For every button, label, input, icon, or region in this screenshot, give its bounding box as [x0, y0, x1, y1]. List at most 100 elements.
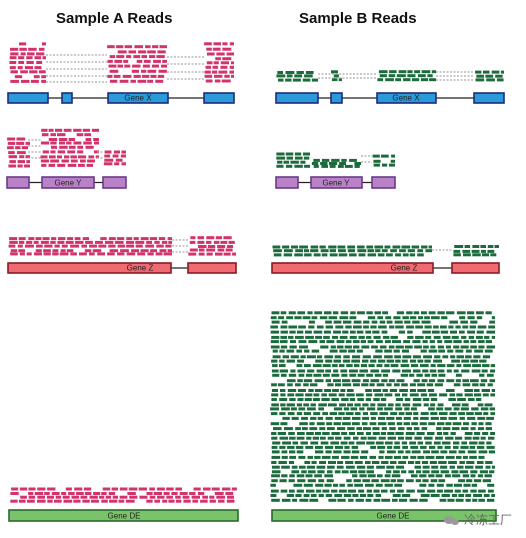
read	[207, 52, 215, 56]
read	[366, 465, 374, 469]
read	[421, 245, 428, 249]
read	[175, 487, 182, 491]
read	[326, 427, 335, 431]
read	[321, 164, 328, 168]
read	[467, 330, 475, 334]
read	[404, 398, 411, 401]
read	[216, 495, 225, 499]
read	[326, 422, 333, 426]
read	[298, 340, 307, 344]
read	[463, 483, 471, 487]
read	[20, 70, 28, 74]
read	[404, 407, 410, 411]
read	[305, 71, 314, 74]
read	[298, 325, 306, 329]
read	[463, 340, 469, 344]
read	[223, 236, 232, 240]
read	[436, 427, 442, 431]
read	[406, 427, 412, 431]
read	[288, 311, 296, 315]
read	[478, 340, 485, 344]
read	[42, 150, 49, 154]
read	[61, 492, 67, 495]
read	[52, 249, 59, 253]
read	[336, 345, 344, 349]
read	[329, 253, 338, 257]
read	[343, 355, 350, 359]
read	[428, 474, 435, 478]
read	[366, 407, 376, 411]
read	[467, 311, 475, 315]
read	[147, 50, 156, 54]
read	[461, 369, 470, 373]
read	[349, 253, 357, 257]
read	[305, 474, 313, 478]
read	[150, 74, 157, 78]
read	[310, 403, 316, 407]
read	[322, 489, 330, 493]
read	[271, 398, 277, 401]
read	[91, 128, 99, 132]
read	[49, 155, 56, 159]
read	[126, 252, 136, 256]
gene-y-a-junctions-1	[28, 139, 42, 159]
read	[182, 495, 190, 499]
read	[445, 436, 454, 440]
read	[81, 244, 87, 248]
read	[415, 325, 423, 329]
read	[87, 159, 95, 163]
read	[464, 245, 471, 248]
read	[52, 252, 59, 256]
read	[337, 427, 346, 431]
read	[473, 355, 481, 359]
read	[286, 349, 295, 353]
read	[222, 42, 228, 46]
read	[358, 489, 365, 493]
read	[446, 379, 455, 383]
read	[411, 450, 421, 454]
read	[424, 325, 432, 329]
chat-bubble-icon	[443, 514, 460, 526]
read	[420, 412, 429, 416]
read	[26, 56, 33, 60]
read	[476, 316, 483, 320]
read	[437, 403, 444, 407]
read	[481, 369, 488, 373]
read	[384, 349, 392, 353]
read	[353, 479, 361, 483]
read	[349, 369, 358, 373]
read	[416, 432, 425, 435]
read	[270, 340, 279, 344]
read	[57, 150, 66, 154]
read	[297, 432, 305, 435]
read	[407, 330, 413, 334]
read	[288, 479, 295, 483]
read	[14, 75, 23, 79]
read	[155, 79, 164, 83]
read	[118, 499, 125, 503]
read	[312, 364, 322, 368]
read	[487, 383, 493, 387]
read	[63, 499, 73, 503]
read	[384, 364, 390, 368]
read	[43, 252, 51, 256]
read	[304, 74, 313, 78]
read	[314, 379, 324, 383]
read	[18, 499, 26, 503]
read	[310, 416, 317, 420]
read	[271, 383, 277, 387]
read	[18, 249, 26, 253]
read	[399, 389, 408, 392]
read	[202, 495, 208, 499]
read	[150, 249, 157, 253]
read	[307, 311, 313, 315]
read	[333, 450, 342, 454]
read	[352, 383, 360, 387]
read	[430, 398, 438, 401]
read	[142, 64, 150, 68]
read	[464, 436, 472, 440]
read	[229, 65, 234, 69]
read	[362, 412, 368, 416]
read	[486, 345, 495, 349]
read	[373, 355, 382, 359]
